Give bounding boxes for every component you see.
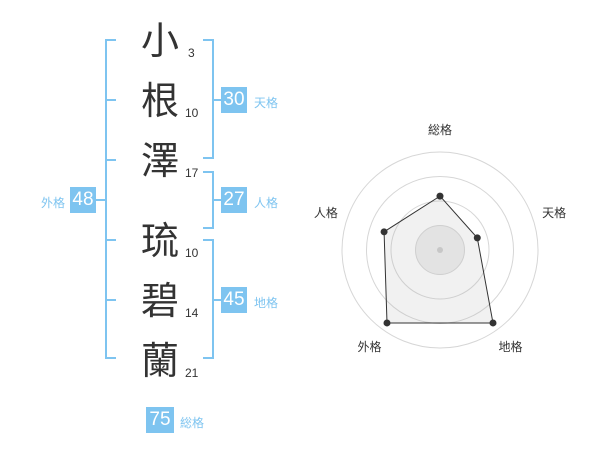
radar-polygon <box>383 195 494 324</box>
radar-center <box>437 247 443 253</box>
radar-ring-3 <box>366 176 514 324</box>
radar-axis-label-5: 人格 <box>314 205 338 220</box>
tenkaku-label: 天格 <box>254 96 279 110</box>
name-char-5: 碧 <box>141 279 180 323</box>
radar-ring-4 <box>341 151 539 349</box>
name-char-3: 澤 <box>141 139 180 183</box>
radar-axis-label-1: 総格 <box>428 122 452 137</box>
radar-point-1 <box>436 192 444 200</box>
stroke-count-6: 21 <box>185 366 199 380</box>
jinkaku-badge: 27 <box>221 187 247 213</box>
radar-point-2 <box>473 234 481 242</box>
soukaku-badge: 75 <box>146 407 174 433</box>
radar-point-4 <box>383 319 391 327</box>
gaikaku-label: 外格 <box>41 196 66 210</box>
name-char-6: 蘭 <box>141 339 180 383</box>
radar-grid <box>341 151 539 349</box>
radar-axis-label-4: 外格 <box>357 339 381 354</box>
radar-points <box>380 192 497 327</box>
stroke-count-5: 14 <box>185 306 199 320</box>
soukaku-label: 総格 <box>180 416 205 430</box>
stroke-count-3: 17 <box>185 166 199 180</box>
stroke-count-2: 10 <box>185 106 199 120</box>
chikaku-badge: 45 <box>221 287 247 313</box>
name-char-4: 琉 <box>141 219 180 263</box>
chikaku-label: 地格 <box>254 296 279 310</box>
radar-point-3 <box>489 319 497 327</box>
name-char-2: 根 <box>141 79 180 123</box>
stroke-count-4: 10 <box>185 246 199 260</box>
radar-axis-label-3: 地格 <box>499 339 523 354</box>
tenkaku-badge: 30 <box>221 87 247 113</box>
radar-ring-2 <box>390 200 490 300</box>
radar-axis-label-2: 天格 <box>542 205 566 220</box>
name-char-1: 小 <box>141 19 180 63</box>
gaikaku-badge: 48 <box>70 187 96 213</box>
radar-point-5 <box>380 228 388 236</box>
stroke-count-1: 3 <box>188 46 195 60</box>
jinkaku-label: 人格 <box>254 196 279 210</box>
